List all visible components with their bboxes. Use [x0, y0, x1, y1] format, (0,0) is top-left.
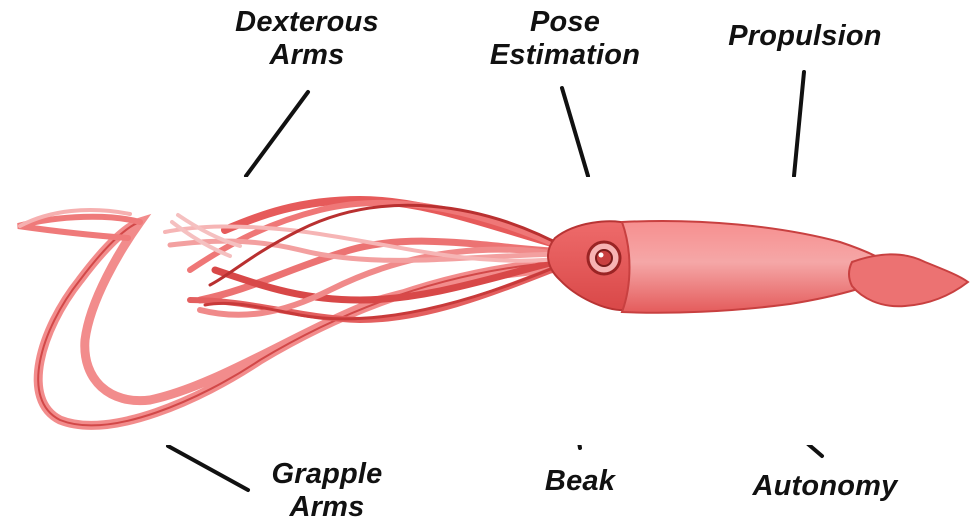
label-autonomy: Autonomy [730, 470, 920, 503]
label-propulsion-text: Propulsion [710, 20, 900, 53]
leader-grapple-arms [168, 446, 248, 490]
leader-pose-estimation [562, 88, 588, 176]
label-beak: Beak [525, 465, 635, 498]
leader-propulsion [794, 72, 804, 176]
leader-dexterous-arms [246, 92, 308, 176]
label-pose-estimation-line1: Pose [470, 6, 660, 39]
label-pose-estimation-line2: Estimation [470, 39, 660, 72]
label-pose-estimation: Pose Estimation [470, 6, 660, 72]
label-autonomy-text: Autonomy [730, 470, 920, 503]
label-propulsion: Propulsion [710, 20, 900, 53]
leader-autonomy [808, 444, 822, 456]
label-grapple-arms-line1: Grapple [252, 458, 402, 491]
label-dexterous-arms-line1: Dexterous [222, 6, 392, 39]
label-dexterous-arms: Dexterous Arms [222, 6, 392, 72]
label-grapple-arms: Grapple Arms [252, 458, 402, 524]
label-grapple-arms-line2: Arms [252, 491, 402, 524]
label-beak-text: Beak [525, 465, 635, 498]
squid-eye [588, 242, 620, 274]
label-dexterous-arms-line2: Arms [222, 39, 392, 72]
